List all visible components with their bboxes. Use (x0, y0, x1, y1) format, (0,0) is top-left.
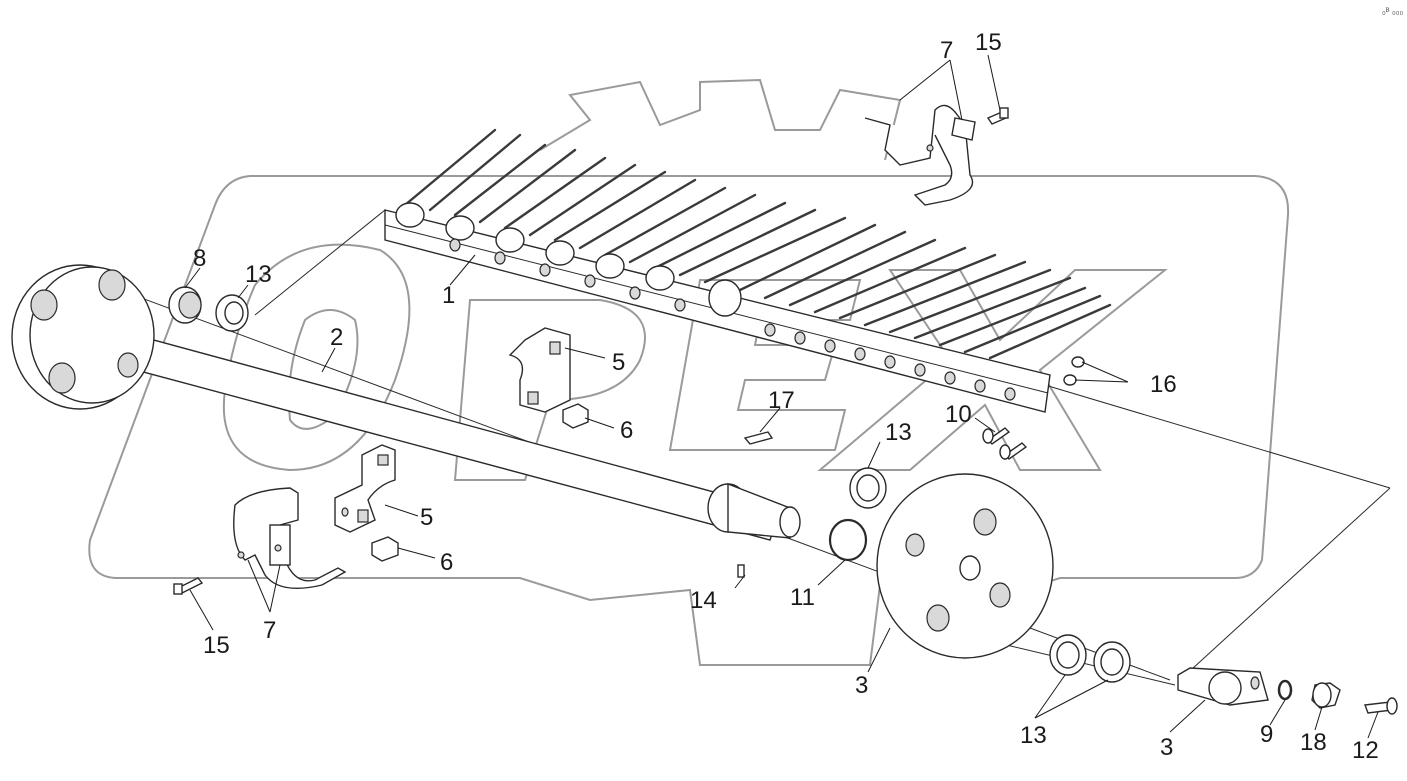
callouts: 7 15 8 13 1 2 5 6 16 10 17 13 5 6 7 15 1… (193, 29, 1379, 764)
callout-12: 12 (1352, 737, 1379, 764)
bolt-15-bottom (173, 577, 204, 595)
callout-6-lower: 6 (440, 549, 453, 576)
bushing-18 (1311, 682, 1341, 709)
bearing-block-3 (1177, 667, 1269, 706)
callout-8: 8 (193, 245, 206, 272)
callout-13-left: 13 (245, 261, 272, 288)
callout-11: 11 (790, 584, 815, 611)
callout-9: 9 (1260, 721, 1273, 748)
key-17 (743, 431, 774, 445)
callout-10: 10 (945, 401, 972, 428)
bar-holes (449, 238, 1016, 401)
tine-coils (395, 202, 742, 317)
clamp-5-lower (334, 444, 396, 533)
washer-13-left (215, 294, 249, 332)
callout-3-block: 3 (1160, 734, 1173, 761)
clamp-5-upper (508, 327, 571, 413)
bolts-10 (982, 427, 1028, 460)
washer-13-lower-a (1049, 634, 1087, 676)
tine-bar-assembly (384, 128, 1112, 413)
callout-5-upper: 5 (612, 349, 625, 376)
callout-5-lower: 5 (420, 504, 433, 531)
bolt-15-top (986, 107, 1009, 125)
callout-14: 14 (690, 587, 717, 614)
corner-mark: ₀ᴮ ₀₀₀ (1382, 6, 1403, 16)
block-6-upper (562, 403, 589, 429)
callout-7-top: 7 (940, 37, 953, 64)
shaft-with-flange (11, 264, 781, 541)
nuts-16 (1063, 356, 1085, 386)
bushing-8 (168, 286, 202, 324)
callout-1: 1 (442, 282, 455, 309)
leader-lines (184, 54, 1379, 739)
nut-9 (1277, 679, 1293, 701)
tines (403, 128, 1112, 360)
washer-13-lower-b (1093, 641, 1131, 683)
bolt-12 (1364, 697, 1398, 715)
disc-3 (876, 473, 1054, 659)
callout-17: 17 (768, 387, 795, 414)
callout-6-upper: 6 (620, 417, 633, 444)
washer-13-middle (849, 467, 887, 509)
callout-3-disc: 3 (855, 672, 868, 699)
bracket-7-lower (233, 487, 347, 590)
oring-11 (828, 518, 868, 562)
callout-13-lower: 13 (1020, 722, 1047, 749)
opex-watermark-logo (88, 78, 1290, 666)
callout-2: 2 (330, 324, 343, 351)
callout-7-lower: 7 (263, 617, 276, 644)
shaft-collar (707, 482, 801, 539)
callout-18: 18 (1300, 729, 1327, 756)
callout-16: 16 (1150, 371, 1177, 398)
bracket-7-top (864, 104, 976, 206)
assembly-axis-lines (119, 209, 1391, 686)
callout-13-middle: 13 (885, 419, 912, 446)
callout-15-top: 15 (975, 29, 1002, 56)
callout-15-lower: 15 (203, 632, 230, 659)
block-6-lower (371, 536, 399, 562)
pin-14 (737, 564, 745, 578)
